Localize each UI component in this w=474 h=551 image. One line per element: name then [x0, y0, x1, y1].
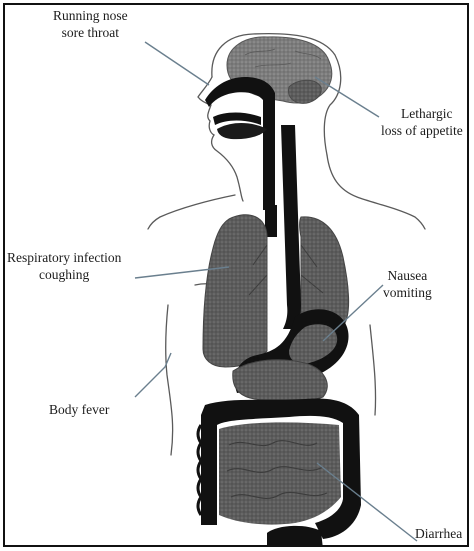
lungs-label-line2: coughing: [7, 266, 121, 283]
brain-label-line2: loss of appetite: [381, 122, 463, 139]
stomach-label-line1: Nausea: [383, 267, 432, 284]
colon-bumps-left: [198, 425, 201, 515]
brain-label-line1: Lethargic: [381, 105, 463, 122]
nose-pointer: [145, 42, 209, 85]
brain-pointer: [315, 77, 379, 117]
esophagus: [281, 125, 301, 329]
nose-label-line1: Running nose: [53, 7, 128, 24]
stomach-label-line2: vomiting: [383, 284, 432, 301]
nose-label: Running nose sore throat: [53, 7, 128, 41]
fever-label: Body fever: [49, 401, 109, 418]
left-lung: [203, 215, 267, 367]
fever-label-line1: Body fever: [49, 401, 109, 418]
lungs-label: Respiratory infection coughing: [7, 249, 121, 283]
right-flank: [370, 325, 376, 415]
airway: [205, 77, 277, 237]
left-shoulder: [148, 195, 235, 229]
small-intestine: [219, 422, 341, 524]
diagram-frame: Running nose sore throat Lethargic loss …: [3, 3, 469, 547]
rectum: [267, 526, 323, 547]
intestines: [198, 399, 361, 547]
lungs-label-line1: Respiratory infection: [7, 249, 121, 266]
intestine-label-line1: Diarrhea: [415, 525, 462, 542]
left-flank: [166, 305, 173, 455]
liver: [233, 360, 328, 402]
brain-label: Lethargic loss of appetite: [381, 105, 463, 139]
brain: [227, 37, 332, 103]
nose-label-line2: sore throat: [53, 24, 128, 41]
stomach-label: Nausea vomiting: [383, 267, 432, 301]
intestine-label: Diarrhea: [415, 525, 462, 542]
right-shoulder: [327, 155, 425, 229]
cerebellum: [288, 80, 321, 103]
throat-tongue: [217, 123, 267, 139]
mouth-tube: [213, 113, 261, 126]
